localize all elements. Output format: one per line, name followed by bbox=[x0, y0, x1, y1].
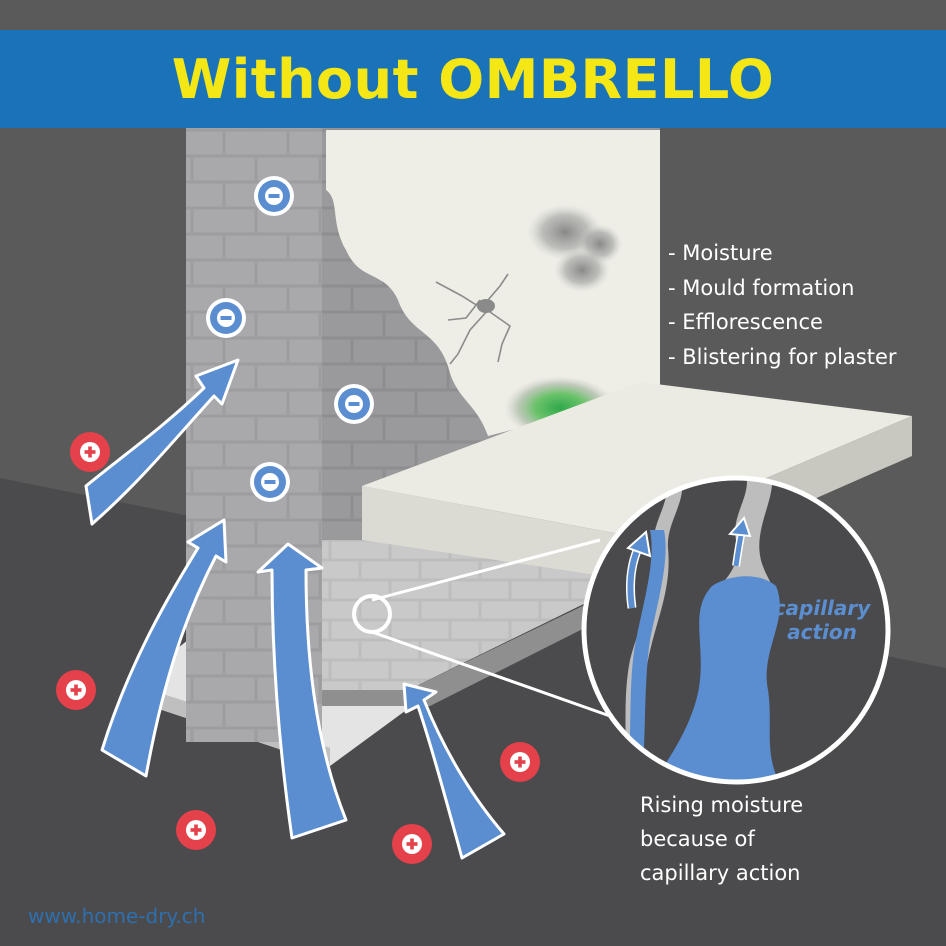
capillary-zoom-lens bbox=[581, 475, 891, 785]
magnifier-connector bbox=[371, 538, 611, 718]
minus-icon bbox=[254, 176, 294, 216]
moisture-arrow bbox=[402, 682, 506, 860]
capillary-label-line: capillary bbox=[773, 596, 871, 620]
rising-moisture-caption: Rising moisture because of capillary act… bbox=[640, 788, 930, 890]
symptom-item: - Efflorescence bbox=[668, 310, 823, 334]
capillary-right bbox=[640, 576, 790, 782]
floor-slab bbox=[362, 382, 912, 536]
symptom-list: - Moisture - Mould formation - Effloresc… bbox=[668, 236, 897, 374]
page-title: Without OMBRELLO bbox=[171, 47, 775, 111]
negative-charges bbox=[206, 176, 374, 502]
symptom-item: - Blistering for plaster bbox=[668, 344, 897, 369]
symptom-item: - Moisture bbox=[668, 241, 773, 265]
capillary-left bbox=[628, 530, 666, 782]
title-banner: Without OMBRELLO bbox=[0, 30, 946, 128]
moisture-arrow bbox=[256, 542, 348, 840]
magnifier-target-ring bbox=[352, 594, 392, 634]
positive-charges bbox=[56, 432, 540, 864]
plus-icon bbox=[392, 824, 432, 864]
lower-brick-band bbox=[322, 540, 600, 690]
moisture-arrow bbox=[84, 358, 240, 526]
symptom-item: - Mould formation bbox=[668, 275, 855, 300]
caption-line: capillary action bbox=[640, 861, 801, 885]
plus-icon bbox=[70, 432, 110, 472]
capillary-label-line: action bbox=[787, 620, 857, 644]
capillary-action-label: capillary action bbox=[752, 596, 892, 644]
caption-line: Rising moisture bbox=[640, 793, 804, 817]
moisture-arrow bbox=[100, 518, 228, 778]
plus-icon bbox=[500, 742, 540, 782]
caption-line: because of bbox=[640, 827, 755, 851]
website-url: www.home-dry.ch bbox=[28, 904, 206, 928]
minus-icon bbox=[334, 384, 374, 424]
plus-icon bbox=[56, 670, 96, 710]
minus-icon bbox=[250, 462, 290, 502]
moisture-arrows bbox=[84, 358, 506, 860]
minus-icon bbox=[206, 298, 246, 338]
plus-icon bbox=[176, 810, 216, 850]
